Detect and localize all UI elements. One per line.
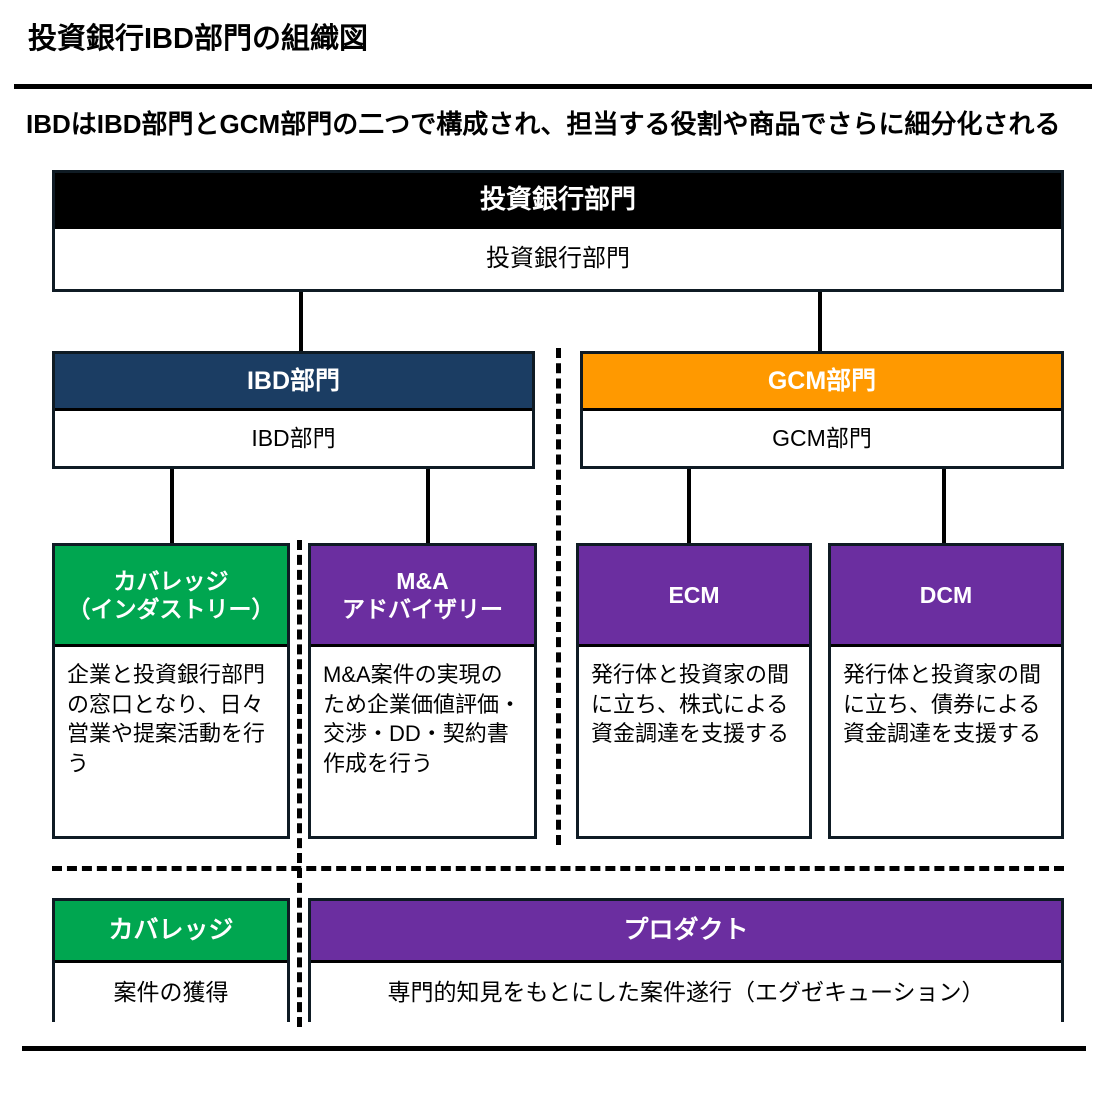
node-body-ma-advisory: M&A案件の実現のため企業価値評価・交渉・DD・契約書作成を行う xyxy=(311,647,534,836)
node-body-ibd-division: IBD部門 xyxy=(55,411,532,466)
node-header-coverage-industry: カバレッジ （インダストリー） xyxy=(55,546,287,647)
connector-root-to-ibd xyxy=(299,292,303,352)
node-header-ibd-division: IBD部門 xyxy=(55,354,532,411)
node-investment-banking-division[interactable]: 投資銀行部門 投資銀行部門 xyxy=(52,170,1064,292)
node-body-ecm: 発行体と投資家の間に立ち、株式による資金調達を支援する xyxy=(579,647,809,836)
connector-gcm-to-ecm xyxy=(687,469,691,544)
node-body-role-coverage: 案件の獲得 xyxy=(55,963,287,1022)
node-header-ma-line2: アドバイザリー xyxy=(342,596,503,622)
node-body-coverage-industry: 企業と投資銀行部門の窓口となり、日々営業や提案活動を行う xyxy=(55,647,287,836)
connector-ibd-to-coverage xyxy=(170,469,174,544)
node-header-coverage-line1: カバレッジ xyxy=(113,567,229,594)
node-body-role-product: 専門的知見をもとにした案件遂行（エグゼキューション） xyxy=(311,963,1061,1022)
connector-gcm-to-dcm xyxy=(942,469,946,544)
connector-ibd-to-ma xyxy=(426,469,430,544)
node-header-coverage-line2: （インダストリー） xyxy=(67,596,275,622)
divider-ibd-gcm xyxy=(556,348,561,845)
node-header-ecm: ECM xyxy=(579,546,809,647)
node-body-gcm-division: GCM部門 xyxy=(583,411,1061,466)
node-ma-advisory[interactable]: M&A アドバイザリー M&A案件の実現のため企業価値評価・交渉・DD・契約書作… xyxy=(308,543,537,839)
divider-coverage-product xyxy=(297,540,302,1027)
node-header-gcm-division: GCM部門 xyxy=(583,354,1061,411)
node-header-role-coverage: カバレッジ xyxy=(55,901,287,963)
node-header-ma-line1: M&A xyxy=(396,567,449,594)
page-title: 投資銀行IBD部門の組織図 xyxy=(28,23,368,55)
node-role-coverage[interactable]: カバレッジ 案件の獲得 xyxy=(52,898,290,1022)
node-gcm-division[interactable]: GCM部門 GCM部門 xyxy=(580,351,1064,469)
node-body-investment-banking-division: 投資銀行部門 xyxy=(55,229,1061,289)
node-body-dcm: 発行体と投資家の間に立ち、債券による資金調達を支援する xyxy=(831,647,1061,836)
footer-divider-rule xyxy=(22,1046,1086,1051)
node-role-product[interactable]: プロダクト 専門的知見をもとにした案件遂行（エグゼキューション） xyxy=(308,898,1064,1022)
divider-role-row xyxy=(52,866,1064,871)
node-dcm[interactable]: DCM 発行体と投資家の間に立ち、債券による資金調達を支援する xyxy=(828,543,1064,839)
title-divider-rule xyxy=(14,84,1092,89)
page-subtitle: IBDはIBD部門とGCM部門の二つで構成され、担当する役割や商品でさらに細分化… xyxy=(26,109,1061,139)
node-ecm[interactable]: ECM 発行体と投資家の間に立ち、株式による資金調達を支援する xyxy=(576,543,812,839)
node-header-role-product: プロダクト xyxy=(311,901,1061,963)
node-header-investment-banking-division: 投資銀行部門 xyxy=(55,173,1061,229)
node-header-ma-advisory: M&A アドバイザリー xyxy=(311,546,534,647)
node-ibd-division[interactable]: IBD部門 IBD部門 xyxy=(52,351,535,469)
node-coverage-industry[interactable]: カバレッジ （インダストリー） 企業と投資銀行部門の窓口となり、日々営業や提案活… xyxy=(52,543,290,839)
node-header-dcm: DCM xyxy=(831,546,1061,647)
connector-root-to-gcm xyxy=(818,292,822,352)
